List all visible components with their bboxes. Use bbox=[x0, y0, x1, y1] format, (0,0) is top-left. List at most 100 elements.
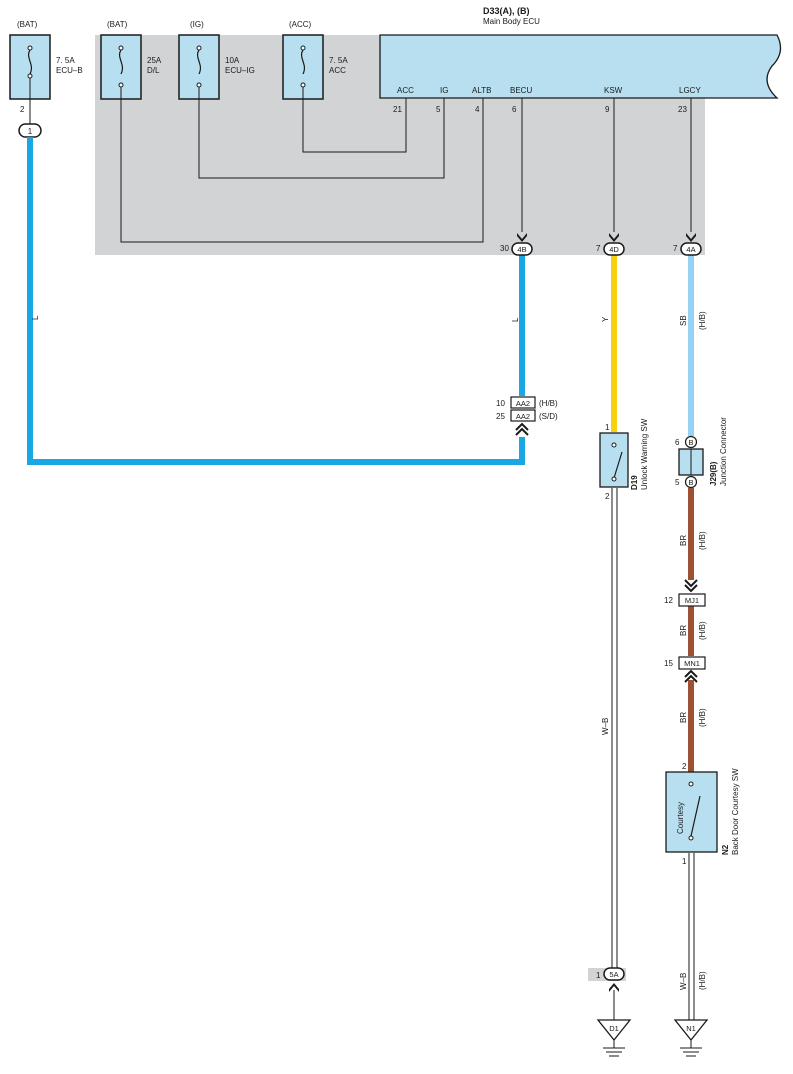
ground-n1-code: N1 bbox=[686, 1024, 696, 1033]
j29-bottom-terminal bbox=[684, 475, 698, 489]
wire-label-d19-ground: W–B bbox=[601, 718, 610, 735]
mj1-code: MJ1 bbox=[685, 596, 699, 605]
aa2-top-code: AA2 bbox=[516, 399, 530, 408]
ecu-pin-label-ksw: KSW bbox=[604, 86, 623, 95]
fuse1-icon bbox=[27, 45, 33, 79]
wire-label-lgcy: SB bbox=[679, 315, 688, 326]
ecu-conn-4b-pin: 30 bbox=[500, 244, 509, 253]
n2-pin-bottom: 1 bbox=[682, 857, 687, 866]
arrow-4b bbox=[517, 233, 527, 242]
ecu-pin-label-acc: ACC bbox=[397, 86, 414, 95]
ecu-conn-4d-pin: 7 bbox=[596, 244, 601, 253]
fuse3-source: (IG) bbox=[190, 20, 204, 29]
wire-WB-n2 bbox=[688, 853, 695, 1020]
n2-ref: N2 bbox=[721, 844, 730, 855]
aa2-bottom bbox=[510, 409, 536, 422]
mn1-connector bbox=[678, 656, 706, 670]
wire-label-mj1-mn1-hb: (H/B) bbox=[698, 621, 707, 640]
ecu-pin-label-becu: BECU bbox=[510, 86, 532, 95]
mn1-pin: 15 bbox=[664, 659, 673, 668]
mn1-chevron-icon bbox=[684, 669, 698, 683]
ground-n1 bbox=[673, 1019, 709, 1057]
ecu-conn-4a-pin: 7 bbox=[673, 244, 678, 253]
aa2-top bbox=[510, 396, 536, 409]
ecu-pin-num-acc: 21 bbox=[393, 105, 402, 114]
fuse1-pin: 2 bbox=[20, 105, 25, 114]
fuse2-icon bbox=[118, 45, 124, 88]
j29-top-code: B bbox=[688, 438, 693, 447]
j29-bottom-code: B bbox=[688, 478, 693, 487]
d19-pin-top: 1 bbox=[605, 423, 610, 432]
n2-name: Back Door Courtesy SW bbox=[731, 768, 740, 855]
wire-label-j29-mj1: BR bbox=[679, 535, 688, 546]
ecu-conn-4d-code: 4D bbox=[609, 245, 619, 254]
aa2-bottom-code: AA2 bbox=[516, 412, 530, 421]
ground-d1-code: D1 bbox=[609, 1024, 619, 1033]
fuse2-source: (BAT) bbox=[107, 20, 128, 29]
wire-label-lgcy-hb: (H/B) bbox=[698, 311, 707, 330]
ecu-pin-num-altb: 4 bbox=[475, 105, 480, 114]
ecu-conn-4b bbox=[511, 242, 533, 256]
fuse4-source: (ACC) bbox=[289, 20, 312, 29]
wire-label-mj1-mn1: BR bbox=[679, 625, 688, 636]
mj1-pin: 12 bbox=[664, 596, 673, 605]
fuse3-name: ECU–IG bbox=[225, 66, 255, 75]
ecu-conn-4d bbox=[603, 242, 625, 256]
ecu-conn-4a bbox=[680, 242, 702, 256]
j29-top-terminal bbox=[684, 435, 698, 449]
fuse2-rating: 25A bbox=[147, 56, 162, 65]
fuse3-rating: 10A bbox=[225, 56, 240, 65]
wire-label-becu: L bbox=[511, 317, 520, 322]
j29-name: Junction Connector bbox=[719, 417, 728, 486]
arrow-4a bbox=[686, 233, 696, 242]
j29-pin-bottom: 5 bbox=[675, 478, 680, 487]
ecu-pin-num-becu: 6 bbox=[512, 105, 517, 114]
ecu-ref: D33(A), (B) bbox=[483, 6, 530, 16]
fuse1-rating: 7. 5A bbox=[56, 56, 75, 65]
conn-5a bbox=[603, 967, 625, 981]
wire-label-ksw: Y bbox=[601, 316, 610, 322]
aa2-top-pin: 10 bbox=[496, 399, 505, 408]
fuse4-rating: 7. 5A bbox=[329, 56, 348, 65]
mj1-chevron-icon bbox=[684, 579, 698, 593]
ecu-name: Main Body ECU bbox=[483, 17, 540, 26]
fuse4-name: ACC bbox=[329, 66, 346, 75]
switch-icon bbox=[688, 781, 701, 841]
conn-5a-pin: 1 bbox=[596, 971, 601, 980]
ecu-pin-num-ig: 5 bbox=[436, 105, 441, 114]
wire-L-ecu-b bbox=[27, 137, 525, 465]
d19-name: Unlock Warning SW bbox=[640, 418, 649, 490]
ecu-pin-label-lgcy: LGCY bbox=[679, 86, 701, 95]
wire-label-mn1-n2: BR bbox=[679, 712, 688, 723]
fuse1-name: ECU–B bbox=[56, 66, 83, 75]
ground-d1 bbox=[596, 1019, 632, 1057]
d19-ref: D19 bbox=[630, 475, 639, 490]
aa2-bottom-box: (S/D) bbox=[539, 412, 558, 421]
fuse1-source: (BAT) bbox=[17, 20, 38, 29]
internal-wiring bbox=[120, 87, 692, 243]
ecu-box bbox=[379, 34, 782, 99]
wire-label-left-trunk: L bbox=[31, 315, 40, 320]
connector-1-label: 1 bbox=[28, 127, 33, 136]
wire-WB-d19 bbox=[611, 488, 618, 968]
wire-label-mn1-n2-hb: (H/B) bbox=[698, 708, 707, 727]
j29-ref: J29(B) bbox=[709, 461, 718, 486]
aa2-top-box: (H/B) bbox=[539, 399, 558, 408]
d19-pin-bottom: 2 bbox=[605, 492, 610, 501]
switch-icon bbox=[611, 442, 623, 482]
mn1-code: MN1 bbox=[684, 659, 700, 668]
fuse3-icon bbox=[196, 45, 202, 88]
mj1-connector bbox=[678, 593, 706, 607]
wire-label-j29-mj1-hb: (H/B) bbox=[698, 531, 707, 550]
fuse4-icon bbox=[300, 45, 306, 88]
wire-label-n2-ground: W–B bbox=[679, 973, 688, 990]
n2-pin-top: 2 bbox=[682, 762, 687, 771]
arrow-5a bbox=[609, 983, 619, 992]
ecu-pin-num-ksw: 9 bbox=[605, 105, 610, 114]
ecu-pin-num-lgcy: 23 bbox=[678, 105, 687, 114]
aa2-bottom-pin: 25 bbox=[496, 412, 505, 421]
arrow-4d bbox=[609, 233, 619, 242]
n2-inner-label: Courtesy bbox=[676, 802, 685, 834]
conn-5a-code: 5A bbox=[609, 970, 618, 979]
